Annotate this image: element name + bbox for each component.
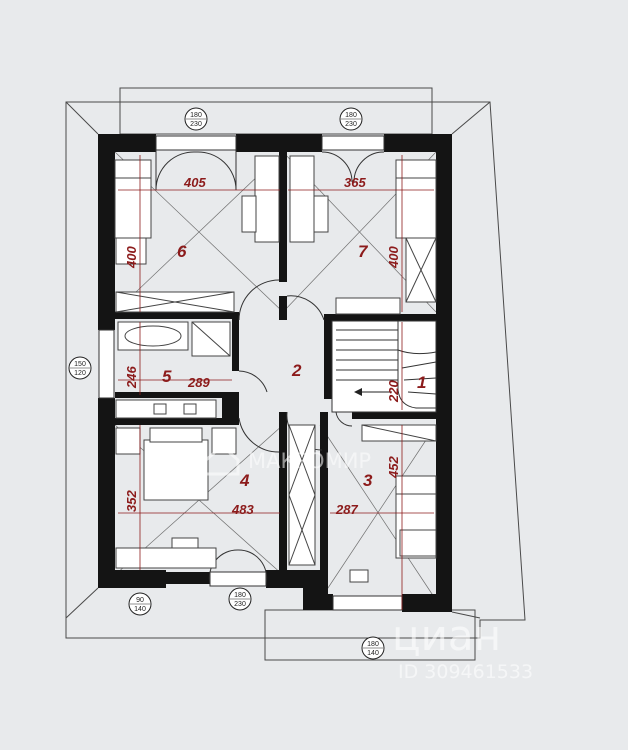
stair-arrow bbox=[354, 388, 392, 396]
cian-watermark-logo: циан bbox=[392, 611, 501, 660]
window-tag: 180 140 bbox=[361, 636, 385, 660]
window-tag-top: 90 bbox=[136, 597, 144, 604]
walls bbox=[98, 134, 452, 612]
window-tag-top: 180 bbox=[367, 641, 379, 648]
staircase bbox=[331, 320, 437, 413]
dim-room7-width: 365 bbox=[344, 175, 366, 190]
room-number-3: 3 bbox=[363, 471, 373, 490]
dim-room5-width: 289 bbox=[187, 375, 210, 390]
window-tag-bottom: 230 bbox=[345, 121, 357, 128]
window-tag: 180 230 bbox=[184, 107, 208, 131]
dimension-lines bbox=[118, 155, 434, 610]
room-number-5: 5 bbox=[162, 367, 172, 386]
dim-room6-width: 405 bbox=[183, 175, 206, 190]
window-tag-bottom: 120 bbox=[74, 370, 86, 377]
window-tag: 150 120 bbox=[68, 356, 92, 380]
room-number-4: 4 bbox=[239, 471, 250, 490]
dim-room4-width: 483 bbox=[231, 502, 254, 517]
window-tag: 180 230 bbox=[228, 587, 252, 611]
windows bbox=[98, 135, 403, 611]
dim-room3-width: 287 bbox=[335, 502, 358, 517]
house-logo-icon bbox=[204, 444, 240, 476]
room-number-7: 7 bbox=[358, 242, 369, 261]
window-tag: 180 230 bbox=[339, 107, 363, 131]
window-tag-bottom: 230 bbox=[234, 601, 246, 608]
window-tag-top: 150 bbox=[74, 361, 86, 368]
window-tag-top: 180 bbox=[190, 112, 202, 119]
brand-watermark-text: МАКРОМИР bbox=[248, 449, 371, 473]
room-labels: 6 7 5 2 1 4 3 bbox=[162, 242, 426, 490]
room-number-2: 2 bbox=[291, 361, 302, 380]
window-tags: 180 230 180 230 150 120 90 140 180 230 bbox=[68, 107, 385, 660]
brand-watermark: МАКРОМИР bbox=[204, 444, 371, 476]
window-tag-top: 180 bbox=[234, 592, 246, 599]
window-tag: 90 140 bbox=[128, 592, 152, 616]
cian-watermark: циан ID 309461533 bbox=[392, 611, 533, 683]
window-tag-bottom: 140 bbox=[367, 650, 379, 657]
room-number-1: 1 bbox=[417, 373, 426, 392]
dim-room3-height: 452 bbox=[386, 456, 401, 479]
doors bbox=[155, 150, 385, 585]
window-tag-bottom: 140 bbox=[134, 606, 146, 613]
furniture bbox=[114, 155, 437, 583]
dim-room7-height: 400 bbox=[386, 246, 401, 269]
dim-room4-height: 352 bbox=[124, 490, 139, 512]
window-tag-bottom: 230 bbox=[190, 121, 202, 128]
dim-room6-height: 400 bbox=[124, 246, 139, 269]
dim-room1-height: 220 bbox=[386, 380, 401, 403]
dimension-labels: 405 365 400 400 289 246 220 483 352 287 … bbox=[124, 175, 401, 517]
room-number-6: 6 bbox=[177, 242, 187, 261]
cian-watermark-id: ID 309461533 bbox=[398, 661, 533, 683]
window-tag-top: 180 bbox=[345, 112, 357, 119]
dim-room5-height: 246 bbox=[124, 366, 139, 389]
